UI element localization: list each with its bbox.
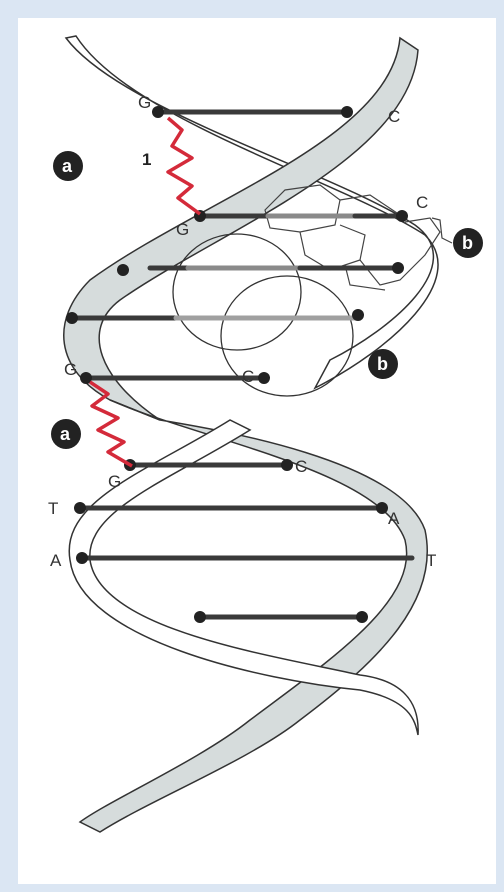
label-c-lower: C xyxy=(295,457,307,476)
label-c-top: C xyxy=(388,107,400,126)
label-g-left: G xyxy=(64,360,77,379)
label-c-second: C xyxy=(416,193,428,212)
base-pair-bonds xyxy=(72,112,412,617)
badge-a-lower-text: a xyxy=(60,424,71,444)
badge-b-right: b xyxy=(453,228,483,258)
label-a-right: A xyxy=(388,509,400,528)
badge-a-lower: a xyxy=(51,419,81,449)
label-t-left: T xyxy=(48,499,58,518)
badge-a-top: a xyxy=(53,151,83,181)
ligand-rings xyxy=(265,185,440,290)
badge-a-top-text: a xyxy=(62,156,73,176)
badge-b-right-text: b xyxy=(462,233,473,253)
label-a-left: A xyxy=(50,551,62,570)
label-g-top: G xyxy=(138,93,151,112)
label-g-lower: G xyxy=(108,472,121,491)
crosslink-number: 1 xyxy=(142,150,151,169)
label-g-second: G xyxy=(176,220,189,239)
label-c-mid: C xyxy=(242,367,254,386)
badge-b-center-text: b xyxy=(377,354,388,374)
badge-b-center: b xyxy=(368,349,398,379)
label-t-right: T xyxy=(426,551,436,570)
ellipse-left xyxy=(173,234,301,350)
crosslink-top xyxy=(168,118,200,214)
front-strand-upper xyxy=(64,38,418,420)
